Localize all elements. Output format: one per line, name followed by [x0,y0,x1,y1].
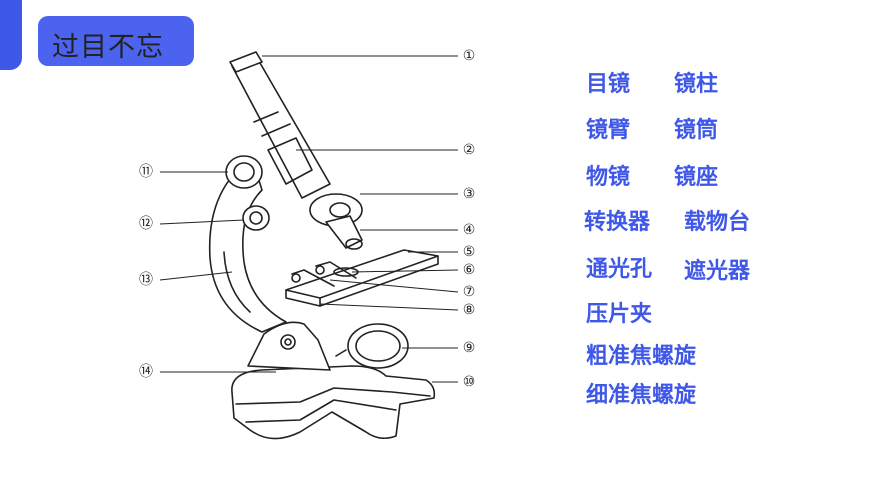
microscope-arm [208,157,287,333]
term-fine-adjustment: 细准焦螺旋 [586,383,697,408]
term-stage: 载物台 [684,210,751,235]
leader-lines [159,55,459,383]
term-aperture: 通光孔 [586,257,653,282]
term-coarse-adjustment: 粗准焦螺旋 [586,344,697,369]
callout-7: ⑦ [462,284,476,300]
term-pillar: 镜柱 [674,72,719,97]
term-objective: 物镜 [586,165,631,190]
term-base: 镜座 [674,165,719,190]
term-arm: 镜臂 [586,118,631,143]
callout-11: ⑪ [139,164,153,180]
microscope-base [231,365,436,440]
callout-13: ⑬ [139,272,153,288]
microscope-mirror [335,323,409,369]
coarse-focus-knob [225,155,263,189]
title-banner [38,16,194,66]
callout-8: ⑧ [462,302,476,318]
callout-12: ⑫ [139,216,153,232]
term-nosepiece: 转换器 [584,210,651,235]
callout-9: ⑨ [462,340,476,356]
callout-5: ⑤ [462,244,476,260]
callout-6: ⑥ [462,262,476,278]
term-diaphragm: 遮光器 [684,259,751,284]
microscope-pillar [247,321,331,371]
callout-14: ⑭ [139,364,153,380]
microscope-nosepiece [309,193,363,250]
callout-1: ① [462,48,476,64]
term-stage-clip: 压片夹 [586,302,653,327]
left-accent-strip [0,0,22,70]
fine-focus-knob [242,205,270,231]
callout-10: ⑩ [462,374,476,390]
term-eyepiece: 目镜 [586,72,631,97]
page-title: 过目不忘 [52,32,164,63]
callout-2: ② [462,142,476,158]
callout-3: ③ [462,186,476,202]
microscope-stage [285,249,439,307]
microscope-tube [229,51,331,199]
callout-4: ④ [462,222,476,238]
term-tube: 镜筒 [674,118,719,143]
